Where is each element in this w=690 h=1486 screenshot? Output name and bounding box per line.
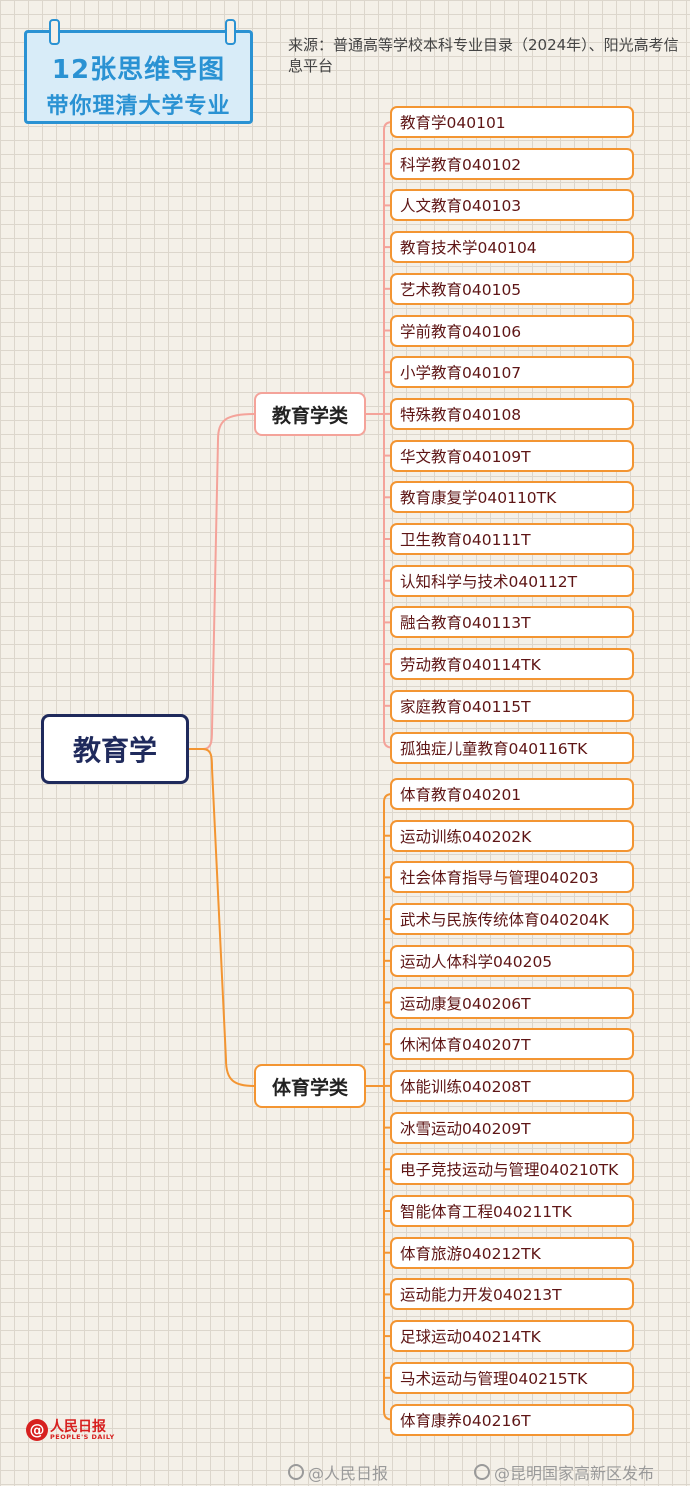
binder-ring-icon — [225, 19, 236, 45]
binder-ring-icon — [49, 19, 60, 45]
major-item: 武术与民族传统体育040204K — [390, 903, 634, 936]
major-item: 学前教育040106 — [390, 314, 634, 347]
watermark-kunming: @昆明国家高新区发布 — [474, 1460, 654, 1484]
category-node-sports: 体育学类 — [254, 1064, 366, 1108]
major-item: 科学教育040102 — [390, 147, 634, 180]
peoples-daily-logo: @ 人民日报 PEOPLE'S DAILY — [26, 1416, 115, 1444]
watermark-peoples-daily: @人民日报 — [288, 1460, 388, 1484]
at-sign-icon: @ — [26, 1419, 48, 1441]
major-item: 艺术教育040105 — [390, 272, 634, 305]
source-note: 来源：普通高等学校本科专业目录（2024年）、阳光高考信息平台 — [288, 36, 679, 75]
major-item: 劳动教育040114TK — [390, 648, 634, 681]
major-item: 融合教育040113T — [390, 606, 634, 639]
major-item: 教育技术学040104 — [390, 231, 634, 264]
weibo-icon — [288, 1464, 304, 1480]
major-item: 体能训练040208T — [390, 1069, 634, 1102]
major-item: 小学教育040107 — [390, 356, 634, 389]
major-item: 体育教育040201 — [390, 778, 634, 810]
major-item: 马术运动与管理040215TK — [390, 1361, 634, 1394]
logo-name: 人民日报 — [50, 1418, 106, 1435]
major-item: 社会体育指导与管理040203 — [390, 861, 634, 894]
title-banner: 12张思维导图 带你理清大学专业 — [24, 19, 253, 124]
logo-english: PEOPLE'S DAILY — [50, 1432, 115, 1441]
root-node: 教育学 — [41, 714, 189, 784]
major-item: 运动能力开发040213T — [390, 1278, 634, 1311]
major-item: 华文教育040109T — [390, 439, 634, 472]
major-item: 教育康复学040110TK — [390, 481, 634, 514]
major-item: 家庭教育040115T — [390, 689, 634, 722]
major-item: 休闲体育040207T — [390, 1028, 634, 1061]
major-item: 运动康复040206T — [390, 986, 634, 1019]
major-item: 人文教育040103 — [390, 189, 634, 222]
major-item: 卫生教育040111T — [390, 523, 634, 555]
category-node-education: 教育学类 — [254, 392, 366, 436]
major-item: 运动人体科学040205 — [390, 944, 634, 977]
banner-subtitle: 带你理清大学专业 — [46, 94, 231, 119]
major-item: 教育学040101 — [390, 106, 634, 138]
major-item: 足球运动040214TK — [390, 1320, 634, 1353]
major-item: 体育康养040216T — [390, 1403, 634, 1436]
major-item: 认知科学与技术040112T — [390, 564, 634, 597]
major-item: 电子竞技运动与管理040210TK — [390, 1153, 634, 1186]
weibo-icon — [474, 1464, 490, 1480]
major-item: 智能体育工程040211TK — [390, 1195, 634, 1227]
root-to-education-line — [189, 413, 255, 750]
root-to-sports-line — [189, 748, 255, 1087]
banner-title: 12张思维导图 — [51, 55, 226, 85]
major-item: 体育旅游040212TK — [390, 1236, 634, 1269]
major-item: 运动训练040202K — [390, 819, 634, 852]
major-item: 孤独症儿童教育040116TK — [390, 731, 634, 764]
major-item: 冰雪运动040209T — [390, 1111, 634, 1144]
major-item: 特殊教育040108 — [390, 397, 634, 430]
